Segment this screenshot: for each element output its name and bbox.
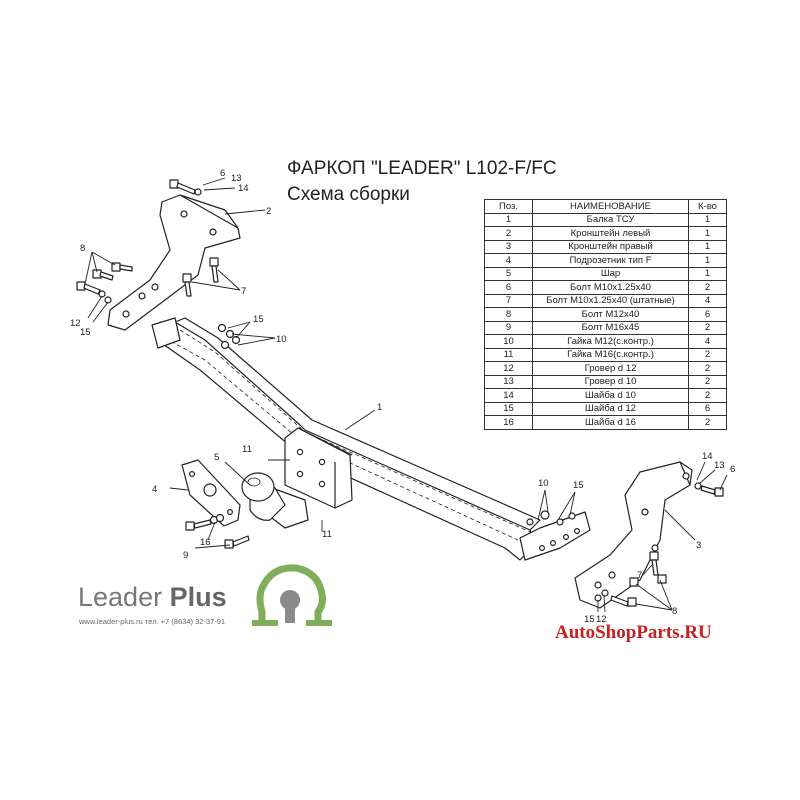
callout-8: 8 [80,243,85,254]
parts-table-header: Поз. НАИМЕНОВАНИЕ К-во [484,199,727,214]
callout-6: 6 [220,168,225,179]
callout-11: 11 [242,444,252,455]
socket-plate [181,459,241,527]
callout-14: 14 [702,451,713,462]
cell-name: Подрозетник тип F [532,253,689,268]
callout-8: 8 [672,606,677,617]
callout-14: 14 [238,183,249,194]
cell-qty: 2 [688,361,727,376]
cell-qty: 2 [688,374,727,389]
ball-mount-bracket [267,427,353,529]
cell-qty: 2 [688,415,727,430]
tow-ball [241,472,286,521]
callout-15: 15 [80,327,91,338]
callout-6: 6 [730,464,735,475]
cell-qty: 2 [688,320,727,335]
callout-16: 16 [200,537,211,548]
cell-qty: 2 [688,280,727,295]
cell-name: Болт М16х45 [532,320,689,335]
brand-name-light: Leader [78,582,163,612]
cell-qty: 4 [688,334,727,349]
callout-2: 2 [266,206,271,217]
callout-10: 10 [538,478,549,489]
callout-5: 5 [214,452,219,463]
callout-3: 3 [696,540,701,551]
callout-15: 15 [584,614,595,625]
cell-qty: 2 [688,388,727,403]
callout-10: 10 [276,334,287,345]
leader-plus-logo [252,564,332,626]
brand-contacts: www.leader-plus.ru тел. +7 (8634) 32-37-… [79,617,226,626]
watermark: AutoShopParts.RU [555,622,712,643]
diagram-subtitle: Схема сборки [287,184,410,205]
cell-pos: 11 [484,347,533,362]
callout-4: 4 [152,484,157,495]
cell-pos: 10 [484,334,533,349]
bolts [76,179,724,607]
cell-qty: 2 [688,347,727,362]
cell-qty: 6 [688,307,727,322]
callout-7: 7 [637,570,642,581]
cell-name: Гровер d 10 [532,374,689,389]
cell-name: Шайба d 16 [532,415,689,430]
callout-labels: 6 13 14 2 8 7 12 15 15 10 1 11 5 4 11 16… [70,168,735,625]
callout-13: 13 [231,173,242,184]
cell-qty: 1 [688,253,727,268]
callout-7: 7 [241,286,246,297]
brand-name-bold: Plus [169,582,227,612]
leader-lines [84,177,728,613]
callout-12: 12 [70,318,81,329]
callout-13: 13 [714,460,725,471]
left-bracket [107,194,241,331]
tow-beam [151,317,591,561]
cell-name: Шайба d 12 [532,401,689,416]
right-bracket [574,461,693,609]
brand-name: Leader Plus [78,582,227,613]
diagram-title: ФАРКОП "LEADER" L102-F/FC [287,158,557,179]
callout-9: 9 [183,550,188,561]
cell-qty: 1 [688,266,727,281]
cell-qty: 6 [688,401,727,416]
callout-11: 11 [322,529,332,540]
cell-pos: 9 [484,320,533,335]
callout-1: 1 [377,402,382,413]
cell-name: Гровер d 12 [532,361,689,376]
callout-12: 12 [596,614,607,625]
callout-15: 15 [253,314,264,325]
callout-15: 15 [573,480,584,491]
cell-qty: 4 [688,293,727,308]
